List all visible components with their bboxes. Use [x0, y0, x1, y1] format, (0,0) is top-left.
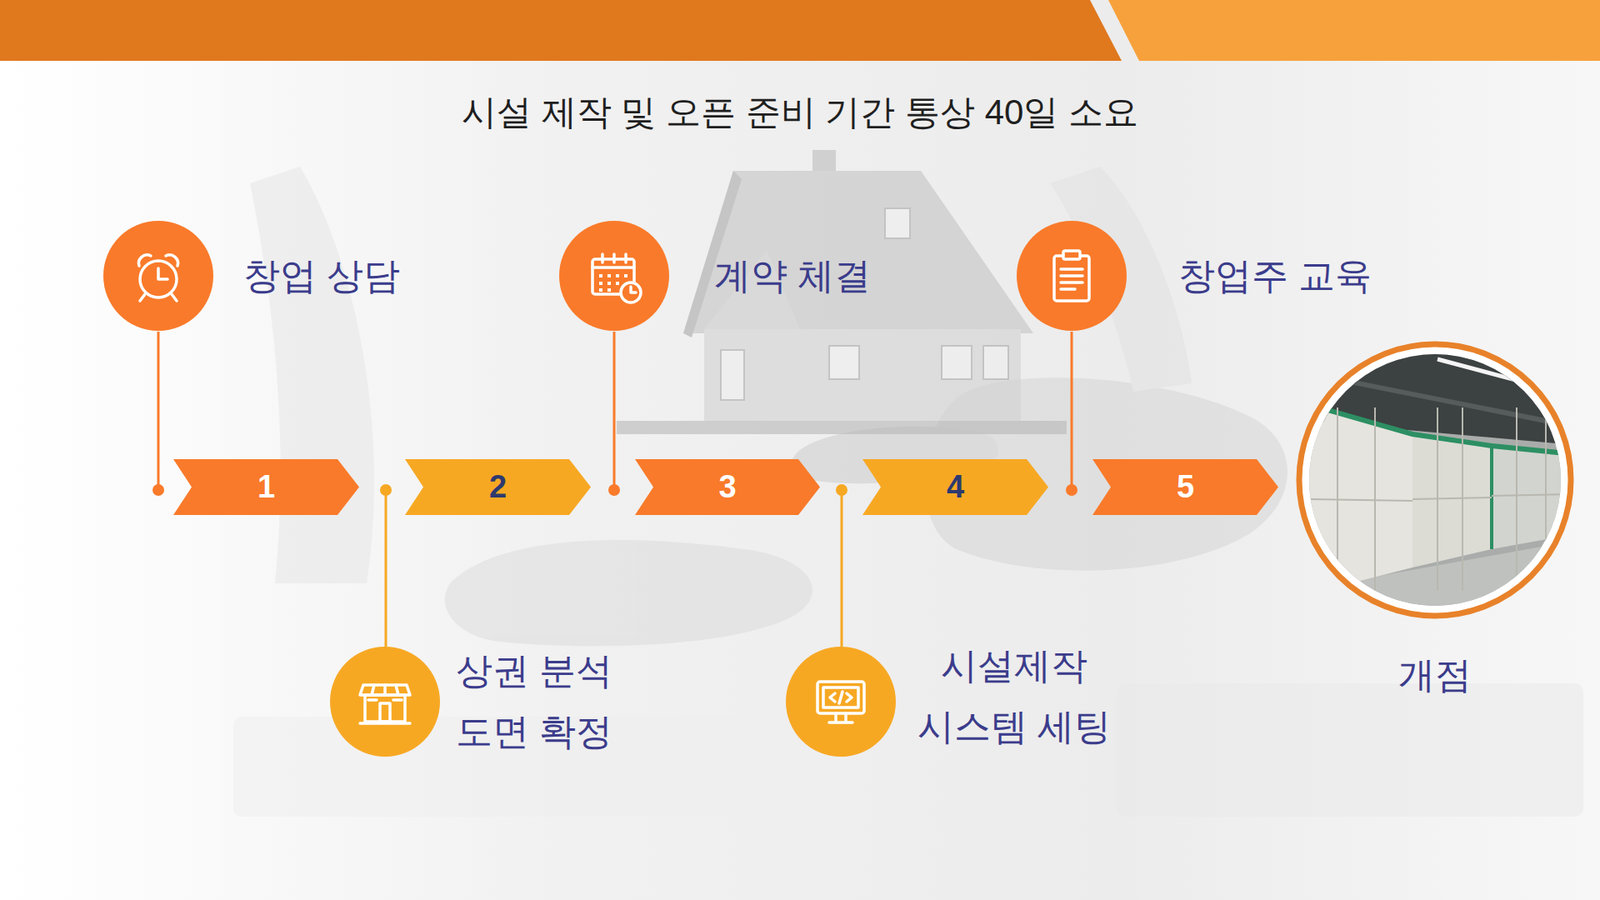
step-label-box: 상권 분석 도면 확정 — [455, 640, 676, 762]
step-circle: 상권 분석 도면 확정 — [330, 646, 440, 757]
step-label: 개점 — [1398, 650, 1472, 699]
step-number: 4 — [862, 459, 1049, 515]
circle-shape — [330, 646, 440, 757]
leader-line — [385, 495, 388, 647]
clock-icon — [139, 255, 179, 301]
circle-shape — [103, 220, 214, 331]
circle-shape — [785, 646, 896, 757]
timeline-dot — [1065, 484, 1078, 496]
photo-illustration — [1295, 340, 1575, 620]
leader-line — [613, 331, 616, 485]
leader-line — [157, 331, 160, 485]
step-number: 3 — [635, 459, 820, 515]
step-label: 창업주 교육 — [1178, 251, 1372, 300]
store-icon — [360, 685, 410, 724]
top-bar-accent — [1108, 0, 1600, 61]
step-label: 계약 체결 — [714, 251, 871, 300]
step-label-box: 시설제작 시스템 세팅 — [904, 635, 1125, 757]
step-label-box: 계약 체결 — [714, 251, 871, 300]
diagram-title: 시설 제작 및 오픈 준비 기간 통상 40일 소요 — [0, 90, 1600, 135]
step-circle: 창업 상담 — [103, 220, 214, 331]
circle-shape — [559, 220, 670, 331]
timeline-dot — [152, 484, 165, 496]
step-circle: 계약 체결 — [559, 220, 670, 331]
step-label-box: 창업주 교육 — [1178, 251, 1372, 300]
house-illustration — [616, 150, 1067, 435]
leader-line — [1070, 331, 1074, 485]
clipboard-icon — [1054, 250, 1090, 301]
step-circle: 창업주 교육 — [1016, 220, 1127, 331]
step-chevron: 3 — [635, 459, 820, 515]
step-number: 1 — [173, 459, 360, 515]
timeline-dot — [835, 484, 848, 496]
step-chevron: 2 — [405, 459, 591, 515]
photo-circle: 개점 — [1295, 340, 1575, 620]
hands-illustration — [233, 166, 1584, 817]
timeline-dot — [608, 484, 620, 496]
step-number: 5 — [1092, 459, 1279, 515]
step-label: 상권 분석 도면 확정 — [455, 640, 676, 762]
step-chevron: 4 — [862, 459, 1049, 515]
timeline-dot — [380, 484, 392, 496]
leader-line — [840, 495, 844, 647]
step-label-box: 창업 상담 — [243, 251, 400, 300]
calendar-icon — [592, 254, 641, 303]
step-label: 창업 상담 — [243, 251, 400, 300]
step-label-box: 개점 — [1398, 650, 1472, 699]
step-number: 2 — [405, 459, 591, 515]
step-label: 시설제작 시스템 세팅 — [904, 635, 1125, 757]
leader-lines — [152, 331, 1078, 647]
step-circle: 시설제작 시스템 세팅 — [785, 646, 896, 757]
storage-photo — [1295, 340, 1575, 620]
circle-shape — [1016, 220, 1127, 331]
step-chevron: 1 — [173, 459, 360, 515]
top-bar — [0, 0, 1122, 61]
monitor-icon — [817, 681, 865, 723]
step-chevron: 5 — [1092, 459, 1279, 515]
